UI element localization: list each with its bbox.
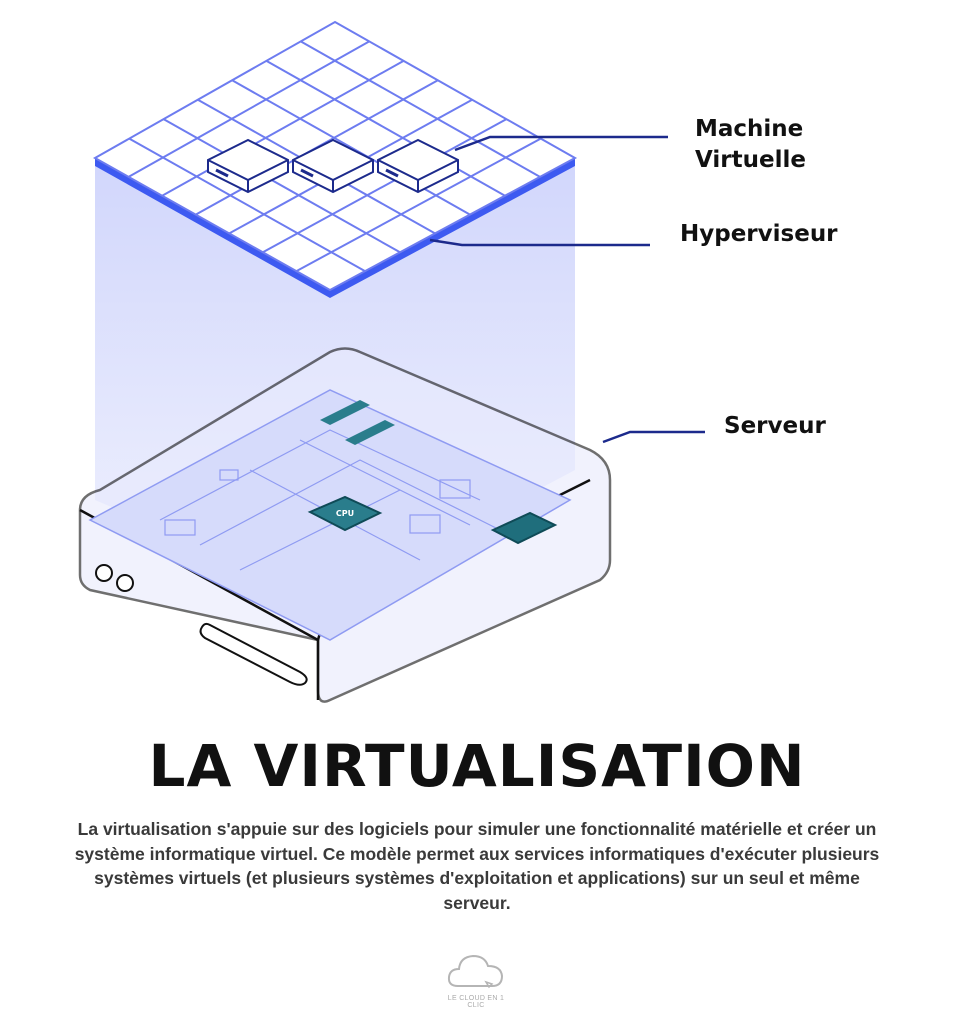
server-label: Serveur: [724, 413, 826, 439]
virtualization-diagram: CPU: [78, 20, 705, 703]
hypervisor-label: Hyperviseur: [680, 221, 838, 247]
drive-slot: [199, 622, 308, 686]
vm-box: [292, 138, 374, 194]
description: La virtualisation s'appuie sur des logic…: [74, 819, 880, 913]
cpu-chip-label: CPU: [336, 509, 354, 518]
vm-box: [207, 138, 289, 194]
logo: LE CLOUD EN 1 CLIC: [440, 948, 512, 1009]
vm-box: [377, 138, 459, 194]
page-title: LA VIRTUALISATION: [148, 732, 806, 800]
grid-line: [300, 40, 541, 178]
server-illustration: CPU: [78, 347, 612, 703]
grid-line: [163, 118, 401, 254]
vm-leader-line: [454, 135, 668, 152]
cpu-chip: [307, 495, 383, 532]
vm-label-line-2: Virtuelle: [695, 147, 806, 173]
virtual-machines: [207, 138, 459, 194]
logo-text: LE CLOUD EN 1 CLIC: [447, 995, 505, 1009]
power-button-icon: [95, 564, 113, 582]
cloud-icon: [447, 954, 504, 989]
grid-line: [128, 40, 370, 178]
grid-line: [231, 79, 471, 216]
grid-line: [161, 59, 405, 197]
grid-line: [265, 59, 506, 197]
server-leader-line: [602, 430, 705, 444]
grid-line: [262, 118, 507, 254]
grid-line: [128, 137, 366, 273]
grid-line: [295, 137, 542, 273]
vm-label: Machine Virtuelle: [695, 114, 806, 176]
hypervisor-leader-line: [429, 238, 650, 247]
reset-button-icon: [116, 574, 134, 592]
gpu-chip: [490, 511, 558, 545]
vm-label-line-1: Machine: [695, 116, 804, 142]
